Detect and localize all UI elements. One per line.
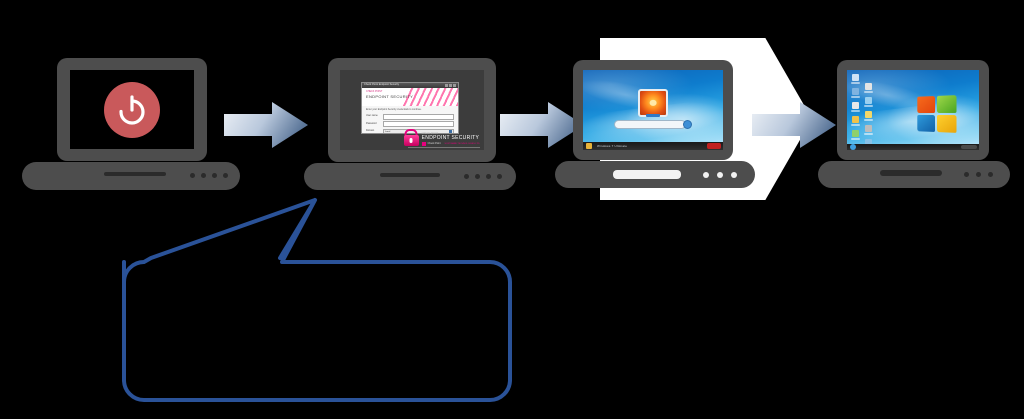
shutdown-button[interactable] — [707, 143, 721, 149]
domain-row: Domain Local — [366, 128, 454, 133]
window-controls[interactable] — [445, 84, 456, 87]
footer-divider — [408, 147, 480, 148]
domain-value: Local — [385, 130, 391, 133]
footer-tagline: SOFTWARE TECHNOLOGIES LTD. — [444, 142, 480, 145]
laptop-indicator-dots — [964, 172, 993, 177]
taskbar[interactable] — [847, 144, 979, 150]
desktop-icons — [851, 74, 873, 150]
endpoint-security-dialog[interactable]: Check Point Endpoint Security CHECK POIN… — [361, 82, 459, 134]
password-row: Password — [366, 121, 454, 128]
laptop-indicator-dots — [190, 173, 228, 178]
dialog-title-bar: Check Point Endpoint Security — [362, 83, 458, 88]
screen-windows-desktop — [847, 70, 979, 150]
laptop-indicator-dots — [464, 174, 502, 179]
laptop-step-1-power-on[interactable] — [22, 58, 240, 190]
password-label: Password — [366, 121, 377, 125]
list-item[interactable] — [864, 83, 873, 93]
brand-small-label: CHECK POINT — [366, 90, 383, 93]
maximize-icon[interactable] — [449, 84, 452, 87]
list-item[interactable] — [851, 88, 860, 98]
dialog-body: Enter your Endpoint Security credentials… — [362, 106, 458, 133]
user-avatar[interactable] — [638, 89, 668, 117]
checkpoint-logo-icon — [421, 142, 426, 146]
brand-large-label: ENDPOINT SECURITY — [366, 94, 414, 99]
list-item[interactable] — [851, 102, 860, 112]
accessibility-icon[interactable] — [586, 143, 592, 149]
footer-vendor-row: Check Point SOFTWARE TECHNOLOGIES LTD. — [421, 141, 480, 146]
screen-windows-logon: Windows 7 Ultimate — [583, 70, 723, 150]
dialog-brand-header: CHECK POINT ENDPOINT SECURITY — [362, 88, 458, 106]
close-icon[interactable] — [453, 84, 456, 87]
list-item[interactable] — [864, 125, 873, 135]
minimize-icon[interactable] — [445, 84, 448, 87]
chevron-down-icon[interactable] — [449, 130, 452, 133]
system-tray[interactable] — [961, 145, 977, 149]
lock-icon — [403, 129, 419, 146]
footer-vendor: Check Point — [427, 141, 441, 145]
arrow-3 — [748, 100, 840, 150]
footer-company: CHECK POINT — [421, 131, 438, 135]
submit-arrow-icon[interactable] — [683, 120, 692, 129]
endpoint-security-footer-brand: CHECK POINT ENDPOINT SECURITY Check Poin… — [403, 129, 480, 146]
os-label: Windows 7 Ultimate — [597, 144, 628, 148]
arrow-1 — [220, 100, 312, 150]
dialog-title: Check Point Endpoint Security — [364, 83, 400, 87]
dialog-instruction: Enter your Endpoint Security credentials… — [366, 108, 422, 111]
laptop-step-3-windows-logon[interactable]: Windows 7 Ultimate — [555, 60, 755, 188]
laptop-trackpad — [104, 172, 166, 176]
laptop-trackpad — [880, 170, 942, 176]
list-item[interactable] — [851, 130, 860, 140]
start-button-icon[interactable] — [850, 144, 856, 150]
laptop-trackpad — [613, 170, 681, 179]
power-icon[interactable] — [104, 81, 160, 138]
username-label: User name — [366, 114, 378, 118]
arrow-2 — [496, 100, 588, 150]
avatar-stand — [646, 114, 660, 117]
desktop-icon-column — [851, 74, 860, 150]
list-item[interactable] — [851, 116, 860, 126]
password-input[interactable] — [614, 120, 686, 129]
screen-power-on — [70, 70, 194, 149]
laptop-indicator-dots — [703, 172, 737, 178]
desktop-icon-column — [864, 83, 873, 150]
footer-product: ENDPOINT SECURITY — [421, 135, 480, 141]
screen-endpoint-security: Check Point Endpoint Security CHECK POIN… — [340, 70, 484, 150]
list-item[interactable] — [864, 97, 873, 107]
list-item[interactable] — [864, 111, 873, 121]
domain-select[interactable]: Local — [383, 128, 454, 133]
laptop-trackpad — [380, 173, 440, 177]
password-input[interactable] — [383, 121, 454, 128]
laptop-step-4-windows-desktop[interactable] — [818, 60, 1010, 188]
windows-flag-logo — [916, 95, 957, 133]
annotation-callout[interactable] — [110, 190, 530, 414]
logon-status-bar: Windows 7 Ultimate — [583, 142, 723, 150]
laptop-step-2-preboot-auth[interactable]: Check Point Endpoint Security CHECK POIN… — [304, 58, 516, 190]
username-row: User name — [366, 113, 454, 120]
pink-stripe-graphic — [398, 88, 458, 106]
username-input[interactable] — [383, 113, 454, 120]
list-item[interactable] — [851, 74, 860, 84]
domain-label: Domain — [366, 129, 375, 133]
